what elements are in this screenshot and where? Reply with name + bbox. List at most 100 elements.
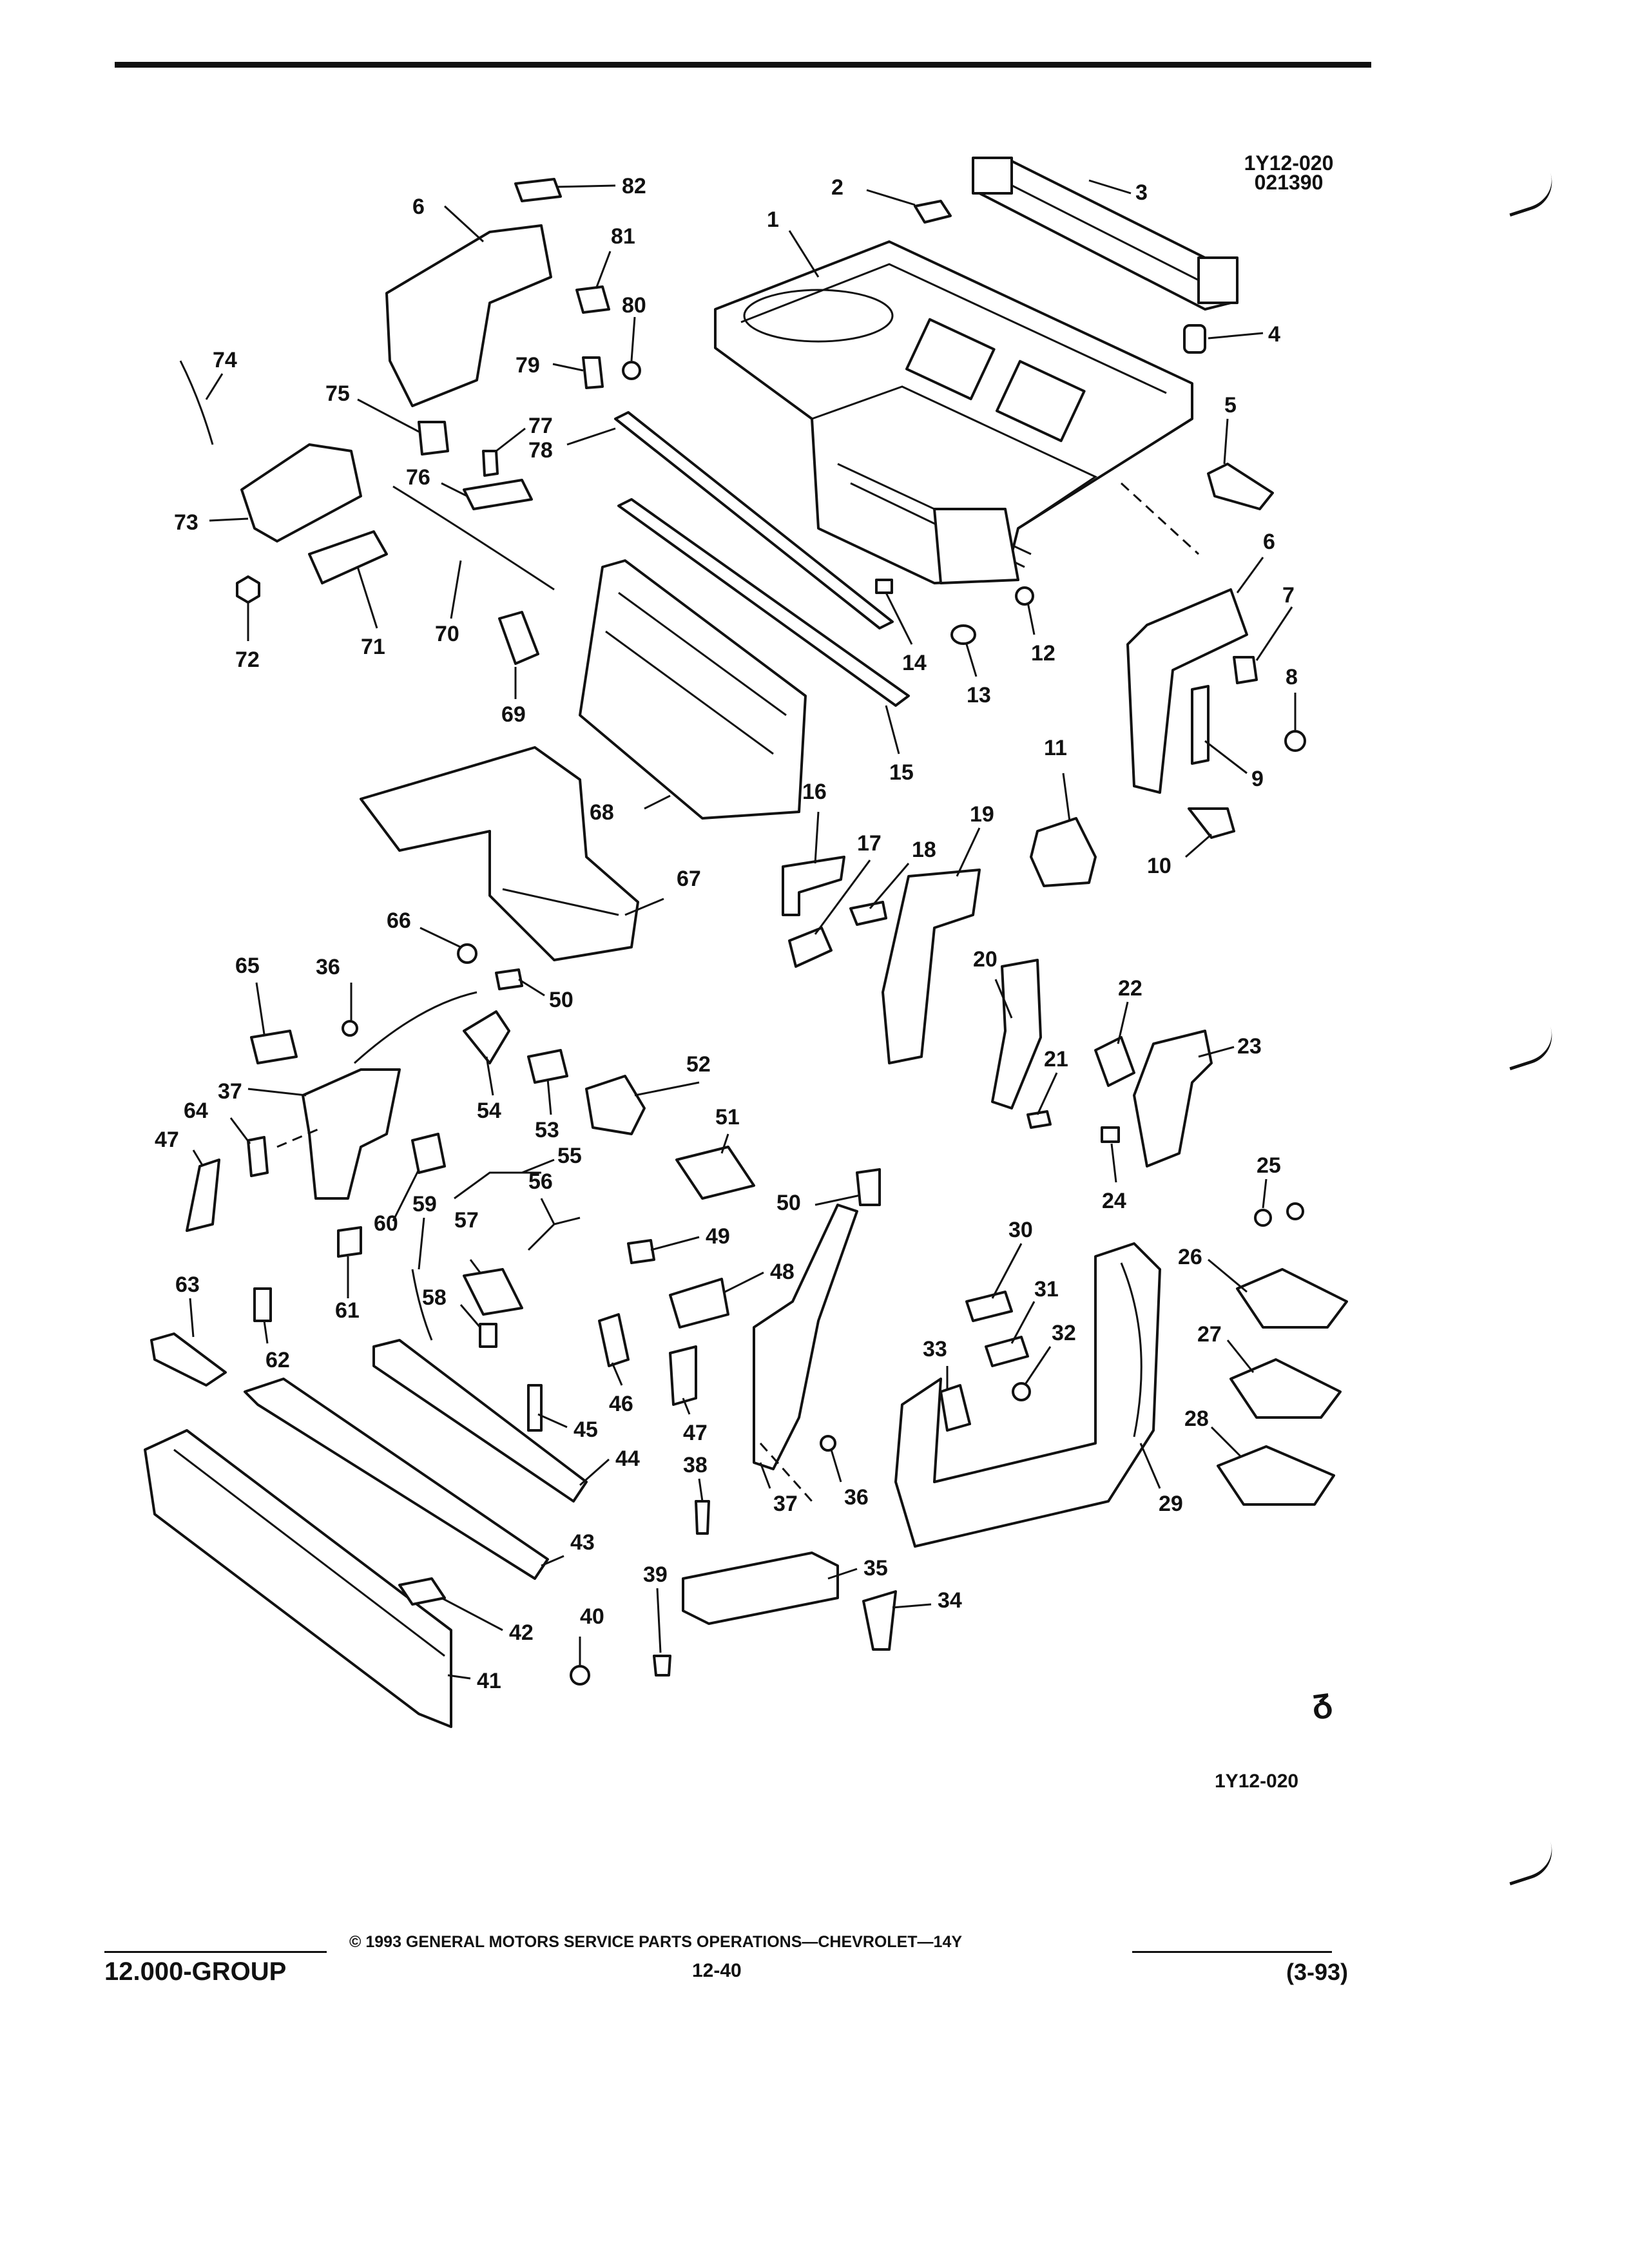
- part-72-nut: [236, 575, 260, 604]
- part-14-clip: [875, 579, 893, 594]
- part-24-pad: [1101, 1126, 1120, 1143]
- callout-50: 50: [776, 1191, 801, 1215]
- part-36-fastener-b: [342, 1020, 358, 1037]
- part-33-bracket: [940, 1384, 971, 1432]
- part-39-screw: [653, 1655, 671, 1677]
- part-71-bracket: [308, 530, 388, 584]
- callout-46: 46: [609, 1392, 633, 1416]
- part-26-tray: [1236, 1268, 1348, 1329]
- part-40-nut: [570, 1665, 590, 1686]
- callout-80: 80: [622, 293, 646, 318]
- callout-49: 49: [706, 1224, 730, 1249]
- callout-12: 12: [1031, 641, 1055, 666]
- callout-4: 4: [1268, 322, 1280, 347]
- footer-rule-left: [104, 1951, 327, 1953]
- part-36-fastener: [820, 1435, 836, 1452]
- part-8-plug: [1284, 730, 1306, 752]
- callout-18: 18: [912, 838, 936, 862]
- callout-36b: 36: [316, 955, 340, 979]
- page-footer: © 1993 GENERAL MOTORS SERVICE PARTS OPER…: [104, 1933, 1361, 2023]
- diagram-code: 021390: [1254, 171, 1324, 194]
- part-37-lock-pillar-lower: [753, 1204, 858, 1470]
- alignment-line-1: [1120, 482, 1200, 555]
- callout-73: 73: [174, 510, 198, 535]
- callout-65: 65: [235, 954, 260, 978]
- figure-id-bottom: 1Y12-020: [1215, 1771, 1299, 1792]
- callout-28: 28: [1184, 1407, 1209, 1431]
- part-42-pad: [398, 1577, 446, 1606]
- part-63-bracket: [150, 1332, 227, 1387]
- callout-63: 63: [175, 1273, 200, 1297]
- part-43-panel: [244, 1378, 549, 1580]
- part-52-housing: [585, 1075, 646, 1135]
- callout-21: 21: [1044, 1047, 1068, 1072]
- callout-6: 6: [412, 195, 425, 219]
- part-12-fastener: [1015, 586, 1034, 606]
- callout-51: 51: [715, 1105, 740, 1129]
- callout-66: 66: [387, 908, 411, 933]
- part-7-clip: [1233, 656, 1258, 684]
- callout-25: 25: [1257, 1153, 1281, 1178]
- callout-20: 20: [973, 947, 998, 972]
- callout-16: 16: [802, 780, 827, 804]
- callout-53: 53: [535, 1118, 559, 1142]
- callout-59: 59: [412, 1192, 437, 1216]
- callout-61: 61: [335, 1298, 360, 1323]
- part-19-pillar: [882, 869, 981, 1064]
- callout-27: 27: [1197, 1322, 1222, 1347]
- callout-78: 78: [528, 438, 553, 463]
- part-11-housing: [1030, 817, 1097, 887]
- callout-67: 67: [677, 867, 701, 891]
- callout-56: 56: [528, 1169, 553, 1194]
- callout-9: 9: [1251, 767, 1264, 791]
- callout-82: 82: [622, 174, 646, 198]
- callout-57: 57: [454, 1208, 479, 1233]
- part-49-clip: [627, 1239, 655, 1264]
- part-80-fastener: [622, 361, 641, 380]
- part-59-tube: [411, 1269, 433, 1341]
- callout-labels: 1 2 3 4 5 6 6 7 8 9 10 11 12 13 14 15 16…: [155, 174, 1298, 1693]
- callout-23: 23: [1237, 1034, 1262, 1059]
- footer-copyright: © 1993 GENERAL MOTORS SERVICE PARTS OPER…: [349, 1933, 963, 1951]
- callout-31: 31: [1034, 1277, 1059, 1302]
- callout-55: 55: [557, 1144, 582, 1168]
- part-68-rear-panel: [579, 559, 807, 820]
- part-6-quarter-trim-left: [385, 224, 552, 407]
- callout-79: 79: [516, 353, 540, 378]
- callout-37: 37: [773, 1492, 798, 1516]
- callout-71: 71: [361, 635, 385, 659]
- callout-45: 45: [574, 1418, 598, 1442]
- part-44-panel: [372, 1339, 588, 1503]
- part-2-clip: [914, 200, 952, 224]
- callout-13: 13: [967, 683, 991, 707]
- part-1-rear-compartment-pan: [714, 240, 1193, 584]
- part-25-screw: [1254, 1209, 1272, 1227]
- part-61-block: [337, 1226, 362, 1258]
- part-22-block: [1094, 1036, 1135, 1087]
- part-77-fastener: [482, 450, 499, 477]
- part-34-clip: [862, 1590, 897, 1651]
- footer-group: 12.000-GROUP: [104, 1957, 287, 1986]
- part-37-harness-bar: [353, 991, 477, 1064]
- part-6-side-panel-right: [1126, 588, 1248, 794]
- callout-24: 24: [1102, 1189, 1126, 1213]
- part-57-pad: [463, 1268, 523, 1316]
- part-53-clip: [527, 1049, 568, 1084]
- part-20-strap: [991, 959, 1042, 1110]
- callout-15: 15: [889, 760, 914, 785]
- callout-14: 14: [902, 651, 927, 675]
- part-74-rod: [179, 360, 214, 445]
- part-50-clip-a: [856, 1168, 881, 1206]
- part-32-fastener: [1012, 1382, 1031, 1401]
- part-15-strip: [617, 498, 910, 707]
- alignment-line-3: [759, 1443, 813, 1502]
- part-37-lock-pillar-upper: [302, 1068, 401, 1200]
- callout-1: 1: [767, 207, 779, 232]
- part-35-bracket: [682, 1552, 839, 1625]
- leader-lines: [189, 179, 1296, 1680]
- callout-68: 68: [590, 800, 614, 825]
- callout-35: 35: [863, 1556, 888, 1581]
- callout-54: 54: [477, 1099, 501, 1123]
- part-70-weatherstrip: [392, 485, 555, 591]
